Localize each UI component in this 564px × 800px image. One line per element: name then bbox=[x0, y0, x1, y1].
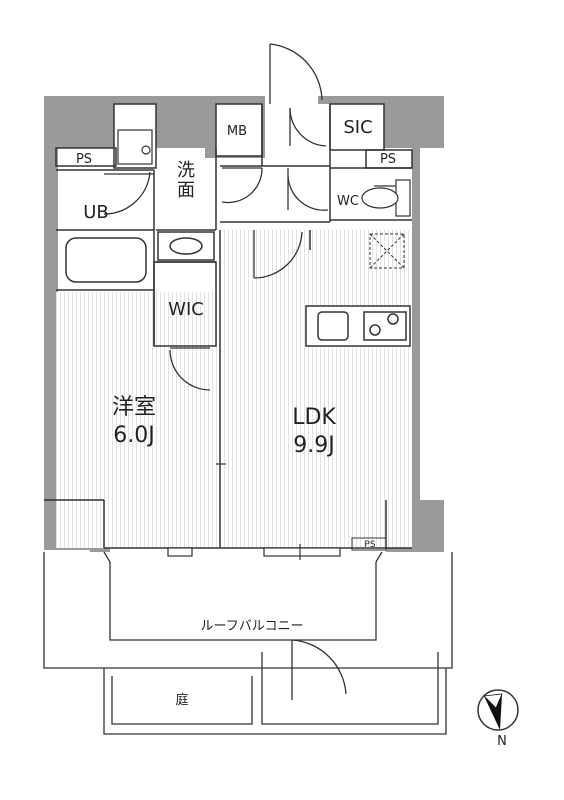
western-room-size: 6.0J bbox=[113, 423, 154, 448]
ldk-name: LDK bbox=[292, 405, 336, 430]
meter-box bbox=[215, 103, 263, 157]
roof-balcony-label: ルーフバルコニー bbox=[201, 619, 304, 634]
sic-label: SIC bbox=[343, 117, 372, 138]
kitchen-counter bbox=[305, 305, 411, 347]
washroom-label-bottom: 面 bbox=[177, 180, 195, 201]
ldk-floor bbox=[222, 230, 412, 548]
compass-label: N bbox=[497, 734, 507, 749]
mb-label: MB bbox=[227, 124, 247, 139]
washroom-label-top: 洗 bbox=[177, 160, 195, 181]
shoe-closet-sic bbox=[329, 103, 385, 151]
western-room-floor bbox=[56, 292, 220, 548]
bathtub bbox=[65, 237, 147, 283]
doors bbox=[103, 43, 347, 700]
garden-area bbox=[103, 652, 447, 735]
western-room-name: 洋室 bbox=[112, 395, 156, 420]
ps-right-label: PS bbox=[380, 152, 396, 167]
interior-walls bbox=[44, 104, 413, 549]
wc-label: WC bbox=[337, 194, 359, 209]
roof-balcony bbox=[43, 551, 453, 669]
ub-label: UB bbox=[83, 202, 109, 223]
ps-left-label: PS bbox=[76, 152, 92, 167]
ps-small-label: PS bbox=[364, 540, 375, 550]
exterior-walls bbox=[44, 96, 444, 552]
garden-label: 庭 bbox=[175, 692, 188, 708]
ldk-size: 9.9J bbox=[293, 433, 334, 458]
windows bbox=[167, 463, 341, 560]
refrigerator-space bbox=[369, 233, 405, 269]
wic-label: WIC bbox=[168, 299, 204, 320]
washbasin bbox=[169, 237, 203, 255]
north-arrow-icon bbox=[477, 689, 519, 731]
toilet bbox=[361, 179, 411, 217]
